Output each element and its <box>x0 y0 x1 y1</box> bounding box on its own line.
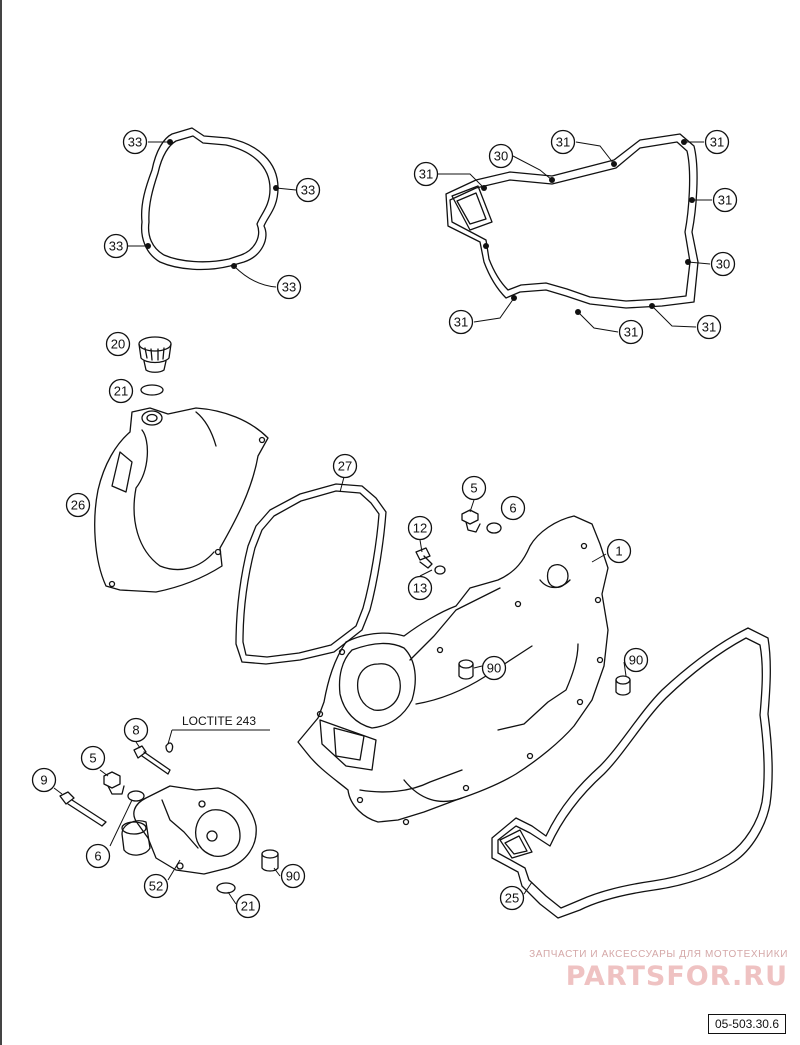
callout-label: 30 <box>494 149 508 164</box>
callout-label: 31 <box>718 193 732 208</box>
callout-1[interactable]: 1 <box>606 538 632 564</box>
dowel-sleeve[interactable] <box>615 675 631 696</box>
part-callouts: 33 33 33 33 31 30 31 31 31 30 31 31 31 2… <box>31 129 738 919</box>
callout-5[interactable]: 5 <box>461 475 487 501</box>
watermark-logo: PARTSFOR.RU <box>565 961 788 992</box>
callout-label: 21 <box>241 899 255 914</box>
callout-25[interactable]: 25 <box>499 885 525 911</box>
callout-label: 52 <box>149 879 163 894</box>
drawing-code-label: 05-503.30.6 <box>707 1014 786 1034</box>
callout-12[interactable]: 12 <box>407 515 433 541</box>
callout-label: 33 <box>109 239 123 254</box>
oil-filler-plug[interactable] <box>138 336 172 373</box>
callout-label: 12 <box>413 521 427 536</box>
pump-o-ring[interactable] <box>216 882 236 894</box>
water-pump-cover[interactable] <box>121 785 257 875</box>
callout-label: 13 <box>413 581 427 596</box>
callout-label: 90 <box>629 653 643 668</box>
callout-52[interactable]: 52 <box>143 873 169 899</box>
drain-plug[interactable] <box>461 509 481 533</box>
pump-dowel-sleeve[interactable] <box>261 849 279 872</box>
callout-6[interactable]: 6 <box>500 495 526 521</box>
callout-13[interactable]: 13 <box>407 575 433 601</box>
callout-26[interactable]: 26 <box>65 492 91 518</box>
callout-label: 25 <box>505 891 519 906</box>
callout-31[interactable]: 31 <box>712 187 738 213</box>
sealing-washer[interactable] <box>434 565 446 575</box>
callout-label: 8 <box>132 723 139 738</box>
clutch-cover[interactable] <box>297 515 609 826</box>
callout-31[interactable]: 31 <box>550 129 576 155</box>
callout-31[interactable]: 31 <box>704 129 730 155</box>
callout-label: 26 <box>71 498 85 513</box>
callout-21[interactable]: 21 <box>235 893 261 919</box>
callout-31[interactable]: 31 <box>618 319 644 345</box>
callout-label: 6 <box>509 501 516 516</box>
callout-8[interactable]: 8 <box>123 717 149 743</box>
watermark-tagline: ЗАПЧАСТИ И АКСЕССУАРЫ ДЛЯ МОТОТЕХНИКИ <box>529 949 788 960</box>
callout-label: 27 <box>338 459 352 474</box>
callout-label: 31 <box>624 325 638 340</box>
callout-6[interactable]: 6 <box>85 843 111 869</box>
callout-label: 20 <box>111 337 125 352</box>
callout-label: 6 <box>94 849 101 864</box>
clutch-cover-inner-gasket[interactable] <box>445 133 699 309</box>
dowel-sleeve[interactable] <box>458 659 474 680</box>
pump-cover-bolt[interactable] <box>59 791 107 827</box>
callout-label: 5 <box>89 751 96 766</box>
callout-31[interactable]: 31 <box>413 161 439 187</box>
callout-label: 90 <box>286 869 300 884</box>
callout-33[interactable]: 33 <box>103 233 129 259</box>
callout-label: 5 <box>470 481 477 496</box>
callout-label: 21 <box>114 384 128 399</box>
callout-31[interactable]: 31 <box>696 314 722 340</box>
callout-30[interactable]: 30 <box>488 143 514 169</box>
screw-plug[interactable] <box>415 547 433 569</box>
callout-90[interactable]: 90 <box>623 647 649 673</box>
callout-label: 90 <box>487 661 501 676</box>
callout-33[interactable]: 33 <box>276 274 302 300</box>
callout-21[interactable]: 21 <box>108 378 134 404</box>
callout-label: 31 <box>556 135 570 150</box>
loctite-note: LOCTITE 243 <box>182 714 256 728</box>
pump-sealing-ring[interactable] <box>127 790 145 802</box>
callout-31[interactable]: 31 <box>448 309 474 335</box>
sealing-ring[interactable] <box>486 522 502 534</box>
callout-label: 31 <box>419 167 433 182</box>
callout-label: 30 <box>716 257 730 272</box>
loctite-drop <box>165 742 174 753</box>
callout-label: 31 <box>702 320 716 335</box>
callout-5[interactable]: 5 <box>80 745 106 771</box>
callout-9[interactable]: 9 <box>31 767 57 793</box>
callout-27[interactable]: 27 <box>332 453 358 479</box>
callout-label: 33 <box>282 280 296 295</box>
callout-label: 1 <box>615 544 622 559</box>
callout-90[interactable]: 90 <box>280 863 306 889</box>
leader-lines <box>53 141 712 905</box>
callout-33[interactable]: 33 <box>295 177 321 203</box>
callout-label: 31 <box>454 315 468 330</box>
callout-label: 33 <box>128 135 142 150</box>
callout-30[interactable]: 30 <box>710 251 736 277</box>
o-ring[interactable] <box>140 384 164 396</box>
ignition-cover-gasket[interactable] <box>140 127 279 271</box>
callout-label: 31 <box>710 135 724 150</box>
ignition-cover[interactable] <box>94 407 269 593</box>
callout-label: 33 <box>301 183 315 198</box>
callout-label: 9 <box>40 773 47 788</box>
pump-plug[interactable] <box>103 771 125 795</box>
callout-33[interactable]: 33 <box>122 129 148 155</box>
clutch-cover-gasket[interactable] <box>491 627 773 919</box>
callout-20[interactable]: 20 <box>105 331 131 357</box>
callout-90[interactable]: 90 <box>481 655 507 681</box>
